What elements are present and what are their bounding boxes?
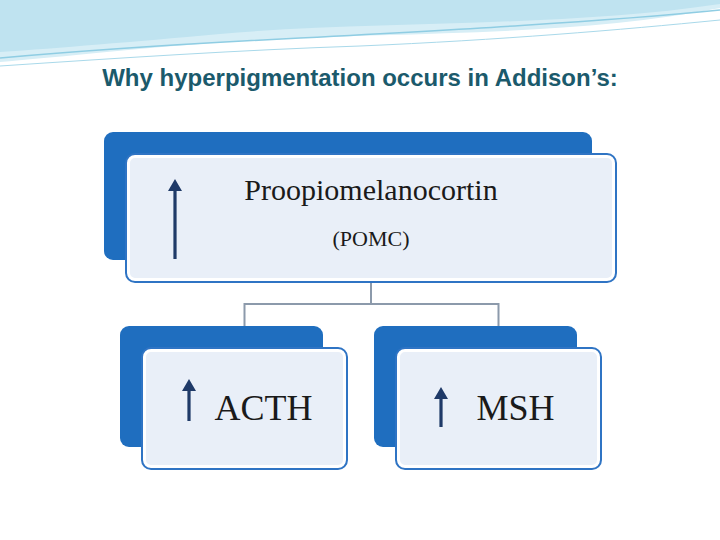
- box-content: ACTH: [141, 347, 348, 470]
- concept-box: ACTH: [141, 347, 348, 470]
- slide-title: Why hyperpigmentation occurs in Addison’…: [0, 64, 720, 92]
- wave-band: [0, 0, 720, 52]
- increase-arrow: [167, 179, 183, 259]
- box-heading: MSH: [476, 388, 554, 429]
- wave-band: [0, 0, 720, 62]
- box-face: [125, 153, 617, 283]
- box-heading: Proopiomelanocortin: [244, 173, 497, 208]
- concept-box: Proopiomelanocortin (POMC): [125, 153, 617, 283]
- arrow-shape: [168, 179, 182, 259]
- box-heading: ACTH: [215, 388, 313, 429]
- arrow-shape: [434, 387, 448, 427]
- increase-arrow: [181, 379, 197, 421]
- concept-box: MSH: [395, 347, 602, 470]
- arrow-shape: [182, 379, 196, 421]
- box-content: MSH: [395, 347, 602, 470]
- wave-line: [0, 20, 720, 66]
- box-content: Proopiomelanocortin (POMC): [125, 153, 617, 283]
- header-wave: [0, 0, 720, 70]
- wave-line: [0, 10, 720, 58]
- increase-arrow: [433, 387, 449, 427]
- box-subtext: (POMC): [332, 226, 409, 251]
